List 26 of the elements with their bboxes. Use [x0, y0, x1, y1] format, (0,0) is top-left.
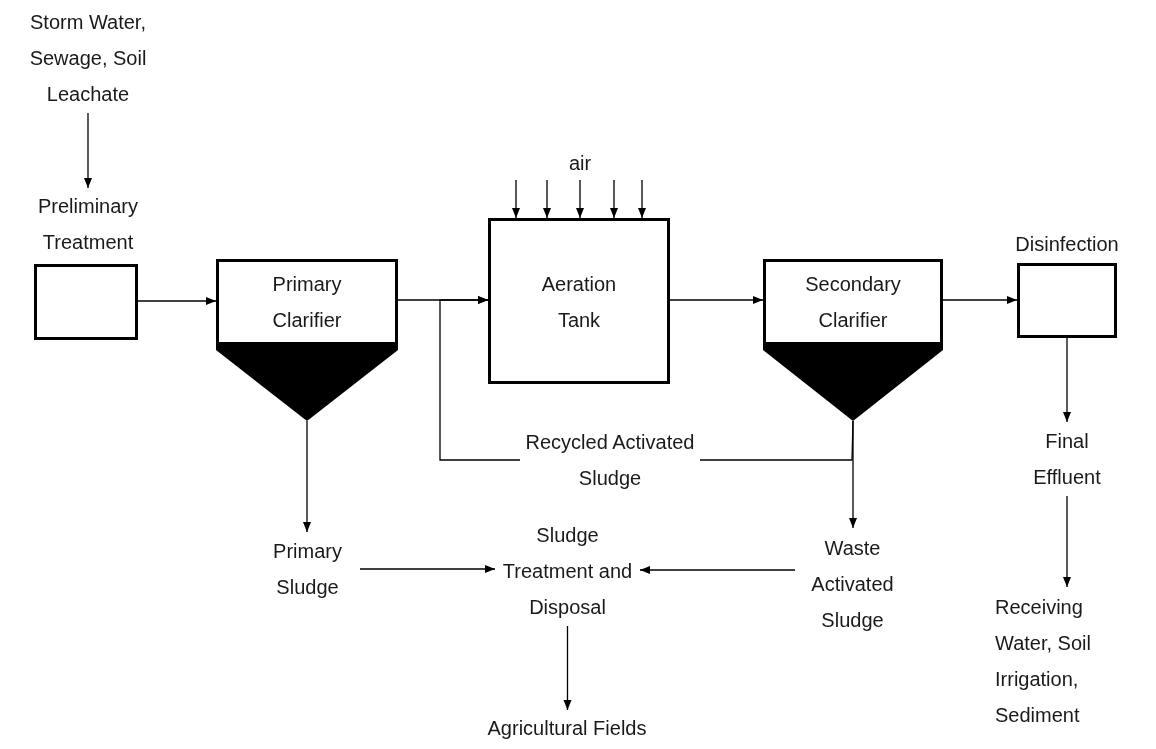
- arrow: [84, 112, 92, 189]
- flow-label: Agricultural Fields: [462, 710, 672, 746]
- arrow: [669, 296, 764, 304]
- flow-label: Storm Water, Sewage, Soil Leachate: [0, 2, 176, 113]
- flow-label: Sludge Treatment and Disposal: [495, 515, 640, 626]
- flow-label: Primary Sludge: [255, 532, 360, 606]
- arrow: [639, 566, 796, 574]
- arrow: [512, 179, 520, 219]
- arrow: [543, 179, 551, 219]
- arrow: [576, 179, 584, 219]
- arrow: [610, 179, 618, 219]
- arrow: [303, 420, 311, 533]
- flow-label: air: [500, 146, 660, 180]
- arrow: [942, 296, 1018, 304]
- arrow: [137, 297, 217, 305]
- arrow: [1063, 337, 1071, 423]
- flow-label: Receiving Water, Soil Irrigation, Sediment: [995, 587, 1145, 735]
- flow-label: Final Effluent: [1017, 422, 1117, 496]
- box-heading: Preliminary Treatment: [37, 194, 139, 255]
- arrow: [563, 625, 572, 711]
- flow-label: Waste Activated Sludge: [795, 528, 910, 639]
- aeration-tank-box: Aeration Tank: [488, 218, 670, 384]
- arrow: [638, 179, 646, 219]
- arrow: [359, 565, 496, 573]
- arrow: [1063, 495, 1071, 588]
- box-heading: Disinfection: [1014, 232, 1120, 257]
